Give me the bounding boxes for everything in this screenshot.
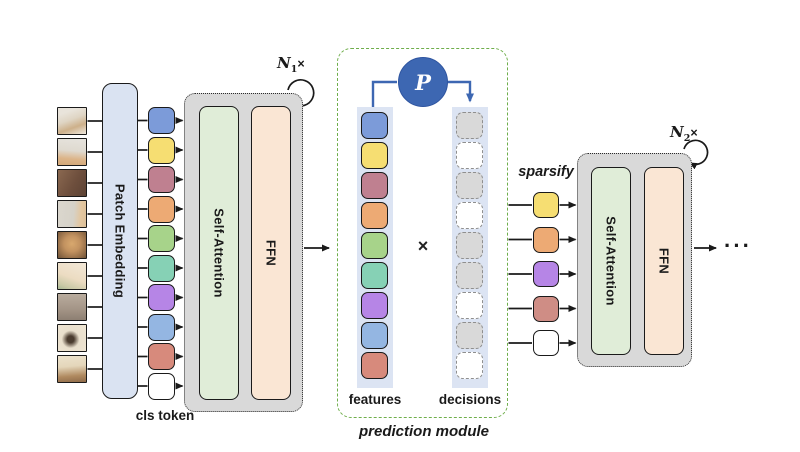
- token: [361, 172, 388, 199]
- sparsify-token-column: [533, 192, 559, 356]
- decision-token-drop: [456, 112, 483, 139]
- self-attention-box-2: Self-Attention: [591, 167, 631, 355]
- input-patch-column: [57, 107, 87, 383]
- continuation-ellipsis: ···: [724, 233, 752, 258]
- cat-patch-6: [57, 262, 87, 290]
- cls-token-label: cls token: [135, 408, 195, 423]
- decision-token-keep: [456, 352, 483, 379]
- token: [361, 262, 388, 289]
- token: [148, 136, 175, 164]
- decision-token-drop: [456, 322, 483, 349]
- decision-token-drop: [456, 232, 483, 259]
- transformer-block-2: Self-Attention FFN: [577, 153, 692, 367]
- token: [148, 254, 175, 282]
- cat-patch-2: [57, 138, 87, 166]
- token: [148, 284, 175, 311]
- prediction-module-box: [337, 48, 508, 418]
- token: [148, 166, 175, 193]
- token: [148, 343, 175, 370]
- token: [361, 232, 388, 259]
- token: [361, 142, 388, 169]
- token: [148, 372, 175, 400]
- decision-token-drop: [456, 262, 483, 289]
- decision-token-drop: [456, 172, 483, 199]
- ffn-box-2: FFN: [644, 167, 684, 355]
- self-attention-box-1: Self-Attention: [199, 106, 239, 400]
- ffn-box-1: FFN: [251, 106, 291, 400]
- features-label: features: [348, 392, 402, 407]
- token: [361, 112, 388, 139]
- cat-patch-3: [57, 169, 87, 197]
- p-symbol: P: [415, 69, 431, 95]
- block1-repeat-label: N1×: [277, 54, 305, 75]
- prediction-head-circle: P: [398, 57, 448, 107]
- token: [533, 226, 559, 253]
- feature-token-column: [361, 112, 388, 379]
- decision-token-keep: [456, 202, 483, 229]
- token: [361, 322, 388, 349]
- cat-patch-5: [57, 231, 87, 259]
- n1-symbol: N: [277, 54, 291, 72]
- cat-patch-9: [57, 355, 87, 383]
- sparsify-label: sparsify: [518, 164, 574, 180]
- prediction-module-label: prediction module: [358, 423, 489, 440]
- token: [533, 330, 559, 356]
- cat-patch-1: [57, 107, 87, 135]
- transformer-block-1: Self-Attention FFN: [184, 93, 303, 412]
- cat-patch-4: [57, 200, 87, 228]
- token: [148, 225, 175, 252]
- self-attention-label-2: Self-Attention: [603, 216, 619, 306]
- token: [533, 192, 559, 218]
- token: [148, 313, 175, 341]
- cat-patch-7: [57, 293, 87, 321]
- multiply-symbol: ×: [417, 236, 429, 256]
- decisions-label: decisions: [438, 392, 502, 407]
- patch-embedding-label: Patch Embedding: [112, 183, 128, 299]
- token: [533, 261, 559, 287]
- block2-repeat-label: N2×: [670, 123, 698, 144]
- patch-embedding-box: Patch Embedding: [102, 83, 138, 399]
- decision-token-keep: [456, 292, 483, 319]
- n2-times: ×: [690, 126, 698, 140]
- embed-token-column: [148, 107, 175, 400]
- ffn-label-2: FFN: [656, 247, 672, 275]
- token: [361, 352, 388, 379]
- decision-token-keep: [456, 142, 483, 169]
- self-attention-label-1: Self-Attention: [211, 208, 227, 298]
- n1-subscript: 1: [290, 64, 298, 75]
- cat-patch-8: [57, 324, 87, 352]
- token: [361, 202, 388, 229]
- decision-token-column: [456, 112, 483, 379]
- n2-subscript: 2: [683, 133, 691, 144]
- token: [533, 295, 559, 322]
- token: [148, 195, 175, 223]
- ffn-label-1: FFN: [263, 239, 279, 267]
- n1-times: ×: [297, 57, 305, 71]
- n2-symbol: N: [670, 123, 684, 141]
- token: [148, 107, 175, 134]
- token: [361, 292, 388, 319]
